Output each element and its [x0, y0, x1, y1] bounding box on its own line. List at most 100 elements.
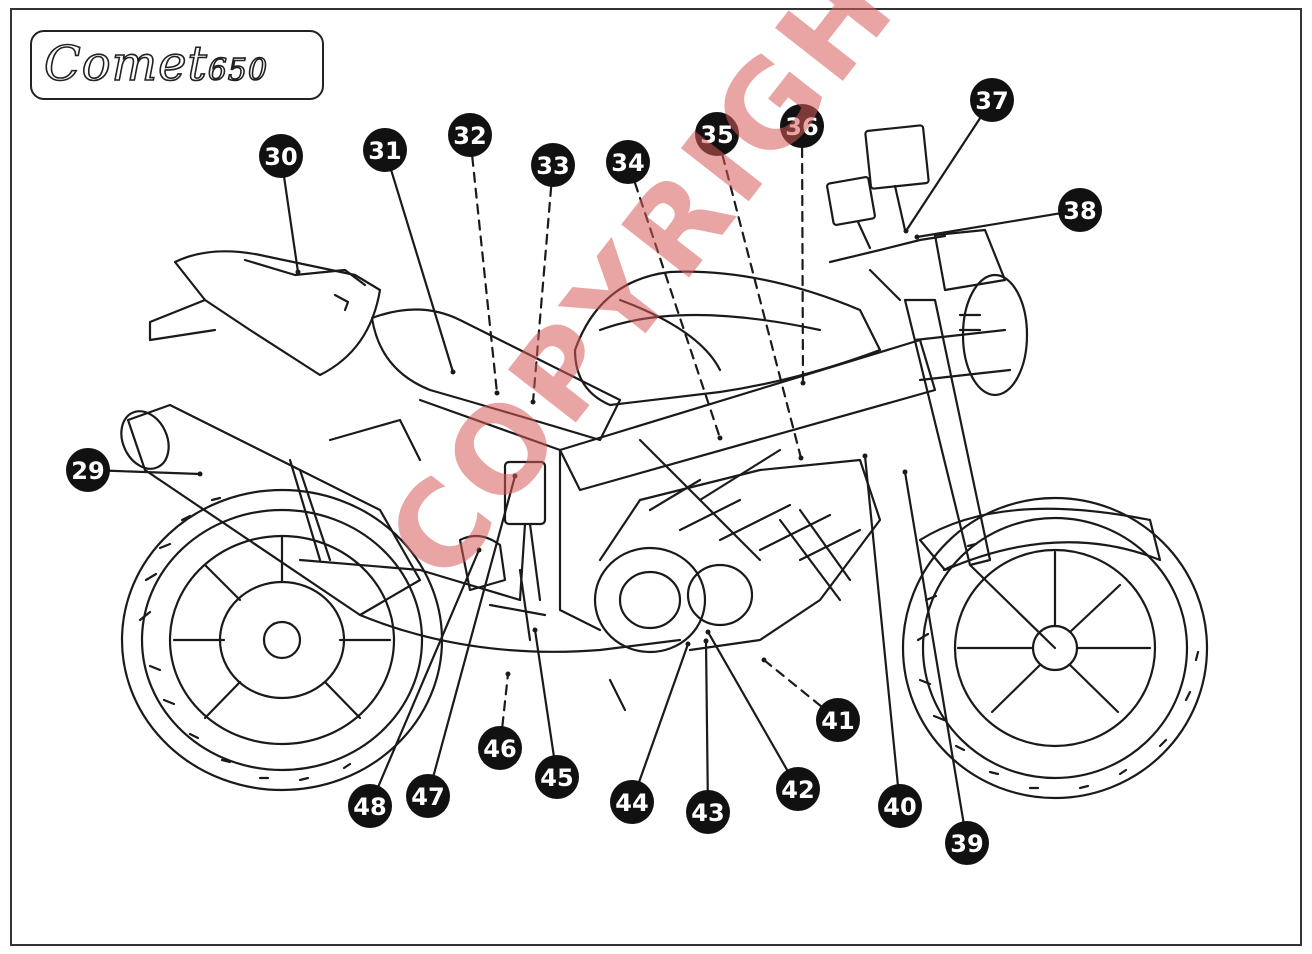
callout-31: 31 — [363, 128, 407, 172]
callout-number: 44 — [615, 789, 648, 817]
callout-number: 32 — [453, 122, 486, 150]
callout-circle — [478, 726, 522, 770]
leader-line-43 — [704, 639, 709, 792]
callout-number: 41 — [821, 707, 854, 735]
leader-line-40 — [863, 454, 899, 786]
leader-line-29 — [108, 469, 202, 476]
callout-circle — [816, 698, 860, 742]
callout-number: 47 — [411, 783, 444, 811]
footpeg-bracket — [488, 568, 627, 712]
callout-markers: 29 30 31 32 33 34 35 36 37 38 39 40 41 42 43 44 45 46 47 48 — [66, 78, 1102, 865]
leader-tip-38 — [914, 234, 920, 240]
engine — [593, 458, 882, 654]
callout-30: 30 — [259, 134, 303, 178]
leader-tip-48 — [476, 547, 482, 553]
diagram-frame — [10, 8, 1302, 946]
callout-44: 44 — [610, 780, 654, 824]
leader-line-35 — [721, 154, 803, 460]
callout-41: 41 — [816, 698, 860, 742]
callout-35: 35 — [695, 112, 739, 156]
callout-circle — [610, 780, 654, 824]
leader-tip-47 — [512, 473, 518, 479]
leader-line-30 — [283, 176, 300, 274]
callout-circle — [945, 821, 989, 865]
callout-circle — [695, 112, 739, 156]
leader-line-47 — [432, 474, 517, 776]
leader-tip-39 — [902, 469, 908, 475]
callout-40: 40 — [878, 784, 922, 828]
leader-line-44 — [638, 642, 690, 783]
callout-number: 39 — [950, 830, 983, 858]
leader-line-37 — [904, 117, 982, 233]
callout-number: 42 — [781, 776, 814, 804]
callout-circle — [970, 78, 1014, 122]
leader-tip-43 — [703, 638, 709, 644]
callout-45: 45 — [535, 755, 579, 799]
leader-line-36 — [800, 146, 805, 385]
leader-tip-42 — [705, 629, 711, 635]
callout-circle — [686, 790, 730, 834]
leader-line-45 — [533, 628, 555, 757]
callout-43: 43 — [686, 790, 730, 834]
callout-36: 36 — [780, 104, 824, 148]
callout-number: 48 — [353, 793, 386, 821]
callout-number: 36 — [785, 113, 818, 141]
callout-number: 30 — [264, 143, 297, 171]
callout-37: 37 — [970, 78, 1014, 122]
leader-line-48 — [377, 548, 481, 787]
leader-tip-33 — [530, 399, 536, 405]
leader-tip-36 — [800, 380, 806, 386]
leader-line-41 — [762, 658, 823, 708]
callout-number: 33 — [536, 152, 569, 180]
callout-39: 39 — [945, 821, 989, 865]
callout-circle — [1058, 188, 1102, 232]
callout-leader-lines — [108, 117, 1060, 823]
logo-model: 650 — [207, 52, 269, 89]
callout-number: 40 — [883, 793, 916, 821]
callout-47: 47 — [406, 774, 450, 818]
leader-tip-46 — [505, 671, 511, 677]
leader-tip-45 — [532, 627, 538, 633]
leader-tip-31 — [450, 369, 456, 375]
leader-line-38 — [915, 212, 1060, 239]
leader-tip-35 — [798, 455, 804, 461]
callout-32: 32 — [448, 113, 492, 157]
callout-circle — [780, 104, 824, 148]
callout-circle — [66, 448, 110, 492]
callout-42: 42 — [776, 767, 820, 811]
callout-38: 38 — [1058, 188, 1102, 232]
exhaust-muffler — [120, 403, 682, 653]
leader-line-39 — [903, 470, 965, 823]
motorcycle-drawing — [120, 124, 1209, 800]
callout-number: 38 — [1063, 197, 1096, 225]
leader-line-46 — [501, 672, 510, 728]
fuel-tank — [573, 270, 882, 407]
callout-number: 45 — [540, 764, 573, 792]
callout-number: 29 — [71, 457, 104, 485]
callout-33: 33 — [531, 143, 575, 187]
callout-number: 43 — [691, 799, 724, 827]
logo-brand: Comet — [43, 35, 208, 93]
leader-line-32 — [471, 155, 499, 395]
leader-tip-41 — [761, 657, 767, 663]
leader-tip-32 — [494, 390, 500, 396]
callout-number: 31 — [368, 137, 401, 165]
leader-tip-29 — [197, 471, 203, 477]
leader-line-34 — [633, 181, 722, 440]
front-end — [826, 124, 1057, 650]
callout-circle — [448, 113, 492, 157]
frame-tubes — [418, 338, 937, 632]
callout-46: 46 — [478, 726, 522, 770]
leader-tip-37 — [903, 228, 909, 234]
callout-34: 34 — [606, 140, 650, 184]
callout-number: 34 — [611, 149, 644, 177]
callout-circle — [535, 755, 579, 799]
leader-line-33 — [531, 185, 553, 404]
leader-line-31 — [390, 169, 455, 374]
logo-text: Comet650 — [43, 35, 269, 93]
rear-suspension — [298, 418, 547, 602]
callout-circle — [259, 134, 303, 178]
callout-29: 29 — [66, 448, 110, 492]
leader-tip-30 — [295, 269, 301, 275]
